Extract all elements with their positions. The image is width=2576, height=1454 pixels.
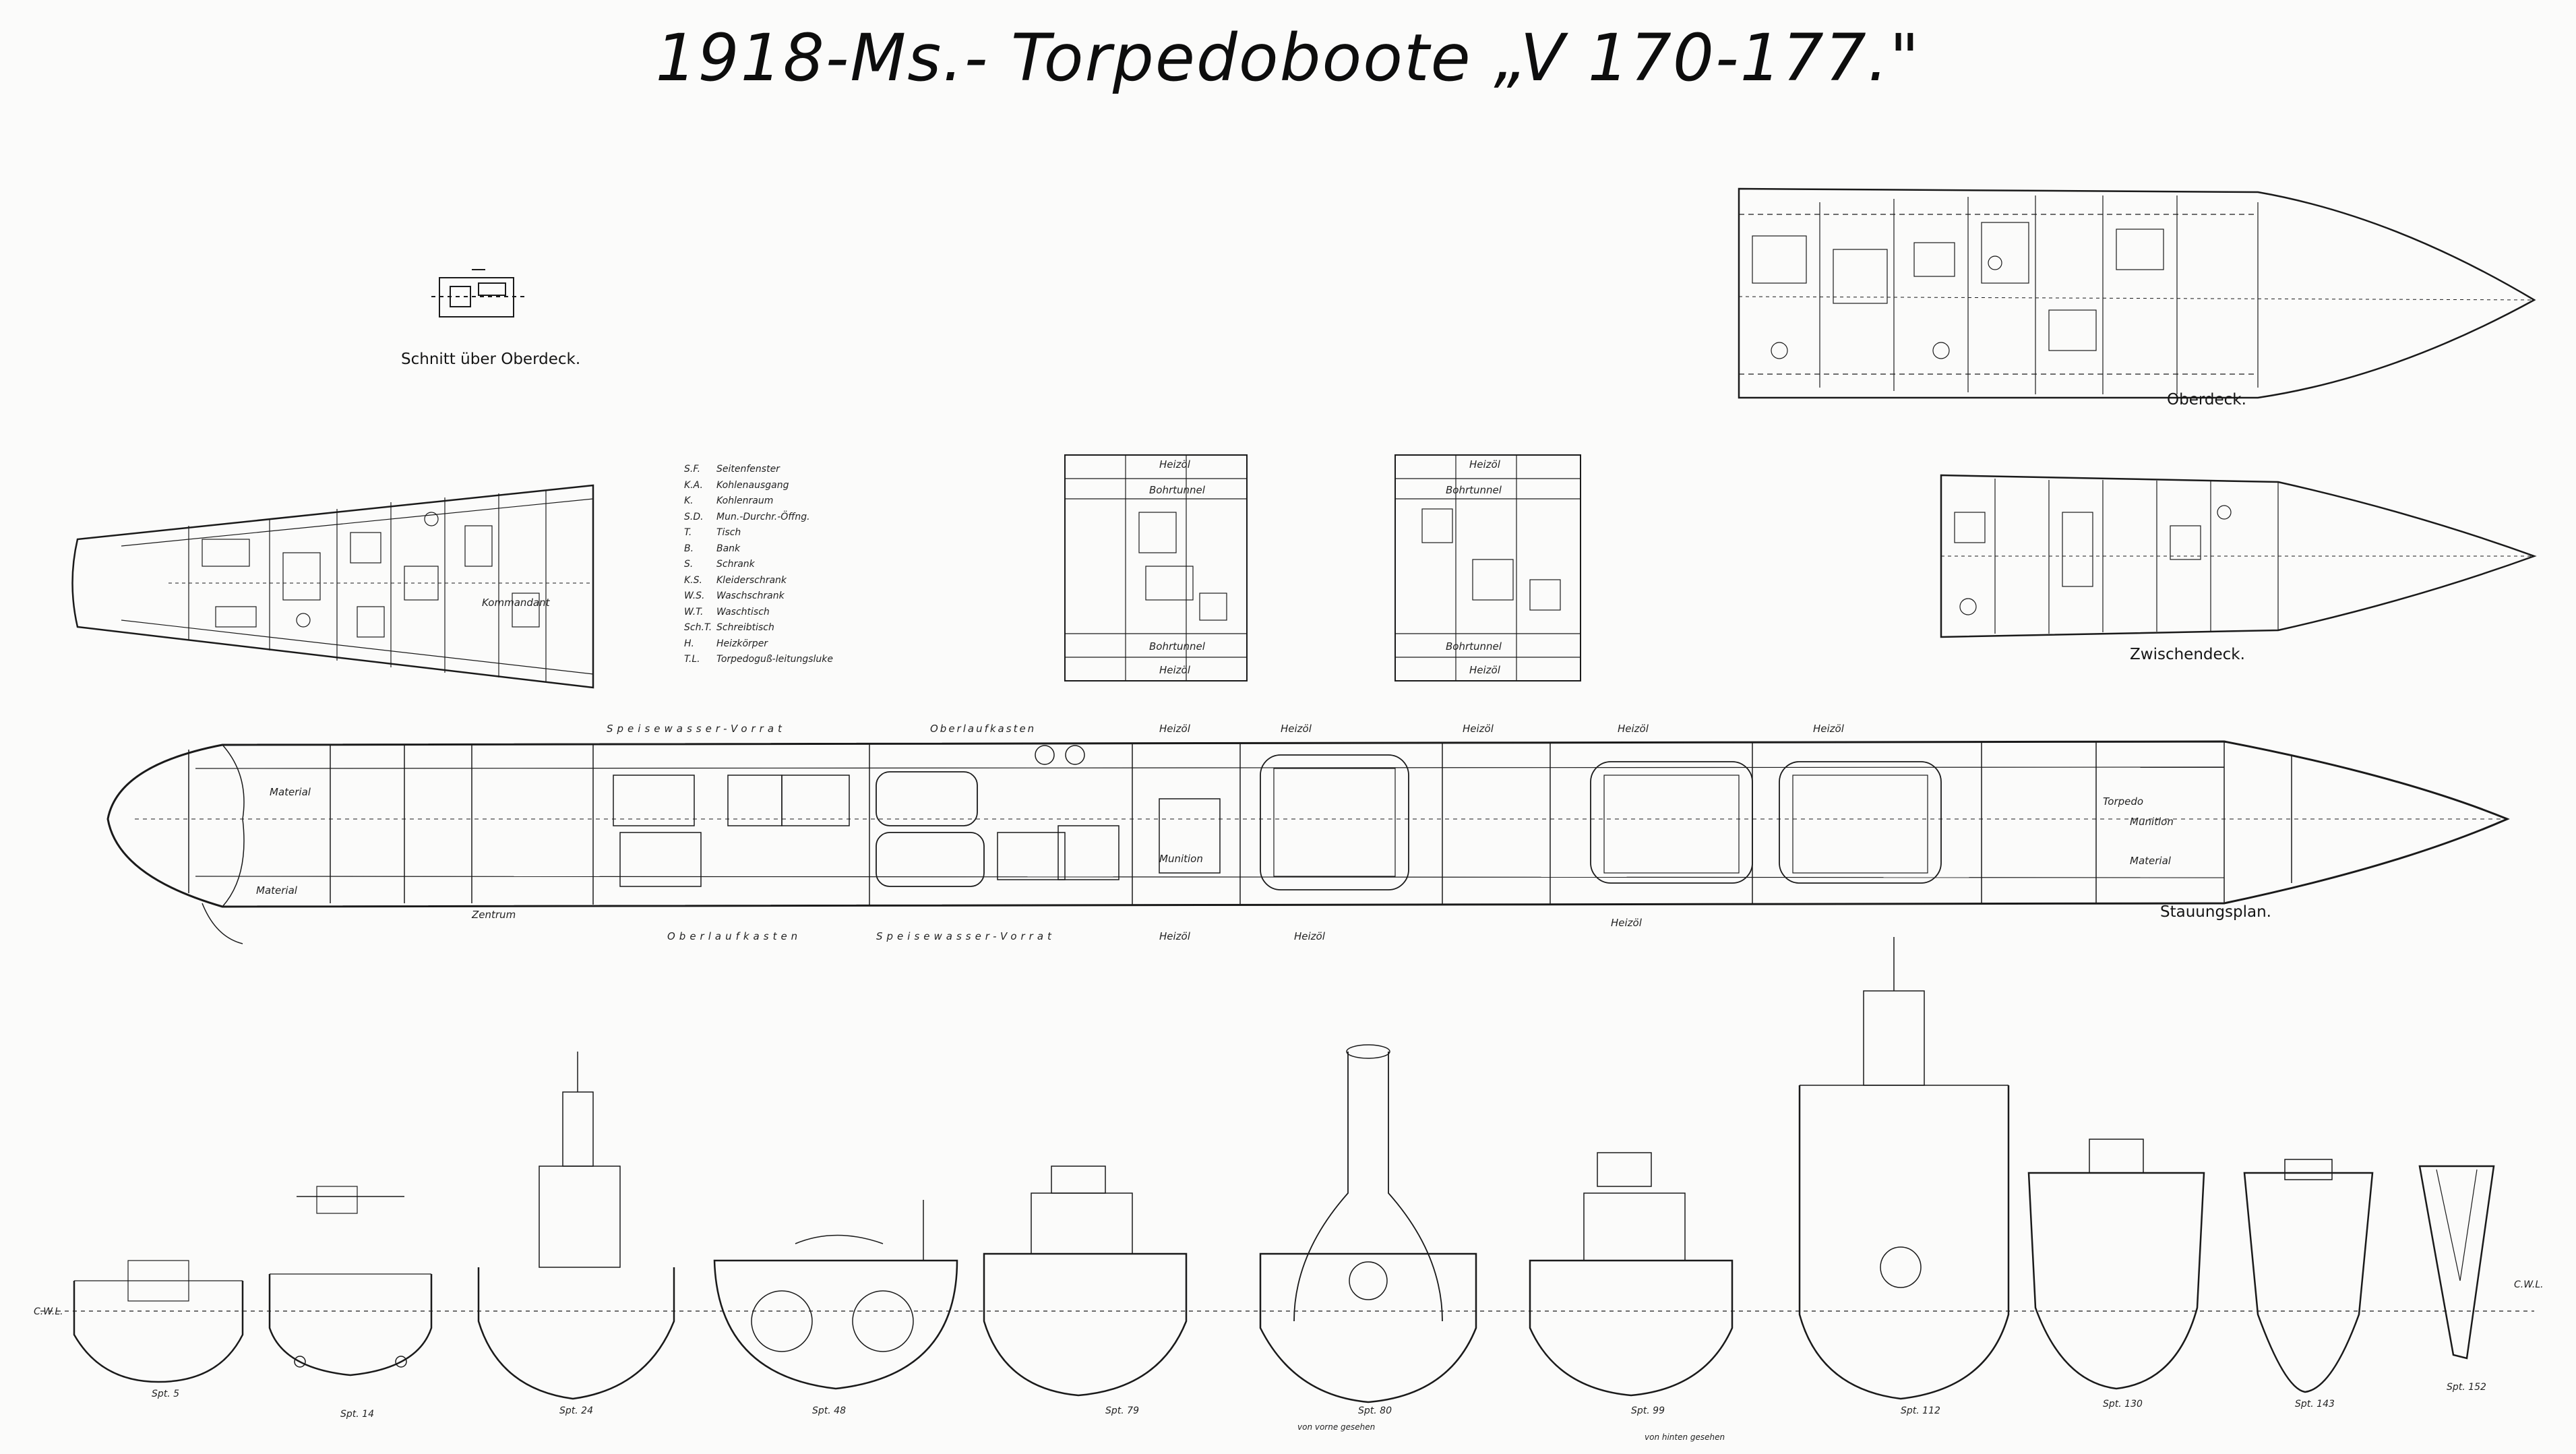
compartment-label: Material [270, 786, 311, 798]
frame-label: Spt. 5 [152, 1389, 180, 1399]
compartment-label: Bohrtunnel [1149, 640, 1205, 653]
frame-label: Spt. 24 [559, 1405, 593, 1416]
compartment-label: Oberlaufkasten [667, 930, 802, 942]
compartment-label: Torpedo [2103, 795, 2144, 808]
view-note-forward: von vorne gesehen [1297, 1422, 1376, 1432]
label-zwischendeck: Zwischendeck. [2130, 646, 2245, 663]
compartment-label: Material [2130, 855, 2171, 867]
compartment-label: Zentrum [472, 909, 516, 921]
compartment-label: Heizöl [1463, 723, 1494, 735]
legend-item: K.A.Kohlenausgang [684, 479, 789, 491]
compartment-label: Bohrtunnel [1446, 640, 1502, 653]
label-oberdeck: Oberdeck. [2167, 391, 2246, 408]
frame-label: Spt. 14 [340, 1409, 374, 1420]
compartment-label: Heizöl [1469, 664, 1500, 676]
compartment-label: Heizöl [1618, 723, 1649, 735]
compartment-label: Munition [1159, 853, 1203, 865]
compartment-label: Heizöl [1294, 930, 1325, 942]
deck-section-detail [431, 269, 526, 317]
compartment-label: Heizöl [1281, 723, 1312, 735]
legend-item: W.S.Waschschrank [684, 590, 785, 601]
compartment-label: Speisewasser-Vorrat [607, 723, 786, 735]
page-title: 1918-Ms.- Torpedoboote „V 170-177." [655, 20, 1921, 96]
forward-deck-plan [71, 484, 594, 689]
frame-label: Spt. 80 [1358, 1405, 1392, 1416]
frame-label: Spt. 112 [1901, 1405, 1940, 1416]
frame-label: Spt. 99 [1631, 1405, 1665, 1416]
compartment-label: Heizöl [1469, 458, 1500, 471]
compartment-label: Heizöl [1159, 664, 1190, 676]
legend-item: S.F.Seitenfenster [684, 464, 780, 475]
legend-item: T.L.Torpedoguß-leitungsluke [684, 654, 834, 665]
abbreviation-legend: S.F.Seitenfenster K.A.Kohlenausgang K.Ko… [684, 462, 833, 668]
waterline-label-left: C.W.L. [34, 1306, 63, 1317]
legend-item: B.Bank [684, 543, 741, 554]
compartment-label: Heizöl [1813, 723, 1844, 735]
compartment-label: Speisewasser-Vorrat [876, 930, 1055, 942]
label-schnitt-oberdeck: Schnitt über Oberdeck. [401, 351, 581, 368]
compartment-label: Heizöl [1159, 930, 1190, 942]
waterline-label-right: C.W.L. [2514, 1279, 2544, 1290]
compartment-label: Kommandant [482, 597, 550, 609]
frame-label: Spt. 79 [1105, 1405, 1139, 1416]
compartment-label: Material [256, 884, 297, 897]
compartment-label: Munition [2130, 816, 2174, 828]
compartment-label: Bohrtunnel [1149, 484, 1205, 496]
frame-label: Spt. 143 [2295, 1399, 2335, 1410]
legend-item: K.S.Kleiderschrank [684, 574, 787, 586]
cross-sections [73, 937, 2495, 1403]
legend-item: W.T.Waschtisch [684, 606, 770, 617]
legend-item: Sch.T.Schreibtisch [684, 622, 774, 633]
legend-item: K.Kohlenraum [684, 495, 774, 506]
section-plan-b [1394, 454, 1581, 681]
frame-label: Spt. 48 [812, 1405, 846, 1416]
frame-label: Spt. 130 [2103, 1399, 2143, 1410]
compartment-label: Heizöl [1159, 458, 1190, 471]
legend-item: H.Heizkörper [684, 638, 768, 649]
compartment-label: Heizöl [1611, 917, 1642, 929]
stauungsplan-hull [106, 740, 2510, 944]
frame-label: Spt. 152 [2447, 1382, 2486, 1393]
legend-item: T.Tisch [684, 527, 741, 538]
legend-item: S.Schrank [684, 559, 755, 570]
section-plan-a [1064, 454, 1248, 681]
legend-item: S.D.Mun.-Durchr.-Öffng. [684, 511, 810, 522]
compartment-label: Bohrtunnel [1446, 484, 1502, 496]
view-note-aft: von hinten gesehen [1645, 1432, 1725, 1442]
label-stauungsplan: Stauungsplan. [2160, 903, 2271, 921]
zwischendeck-plan [1940, 474, 2537, 638]
compartment-label: Oberlaufkasten [930, 723, 1037, 735]
oberdeck-plan [1738, 187, 2536, 399]
compartment-label: Heizöl [1159, 723, 1190, 735]
